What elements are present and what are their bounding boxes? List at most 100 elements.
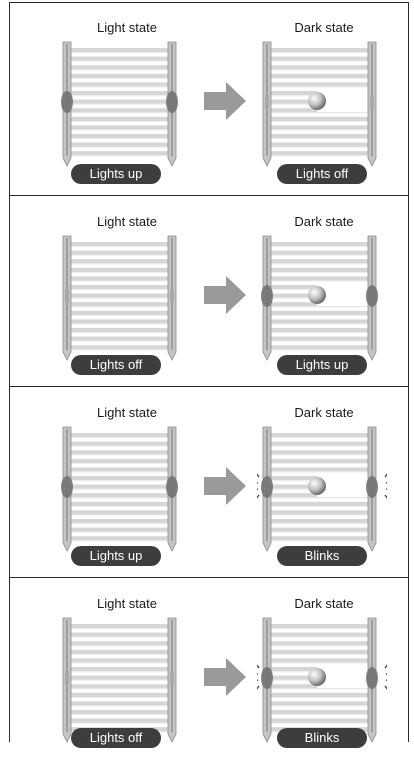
beam-interrupted-area [317, 666, 373, 688]
light-beam-gap [269, 86, 373, 88]
light-beam-gap [269, 523, 373, 525]
light-beam [269, 501, 373, 506]
object-ball [308, 286, 326, 304]
light-beam [69, 48, 173, 53]
light-beam [69, 56, 173, 61]
light-beam [69, 108, 173, 113]
indicator-off [370, 96, 374, 108]
light-beam-gap [269, 437, 373, 439]
light-beam [269, 441, 373, 446]
light-beam-gap [69, 688, 173, 690]
light-beam-gap [269, 280, 373, 282]
light-beam [69, 649, 173, 654]
light-beam [269, 259, 373, 264]
blink-mark-right [385, 673, 387, 675]
indicator-light [61, 476, 73, 498]
light-beam [69, 501, 173, 506]
light-beam [269, 250, 373, 255]
light-beam-gap [69, 95, 173, 97]
light-beam-gap [269, 340, 373, 342]
light-beam [69, 285, 173, 290]
light-beam-gap [269, 531, 373, 533]
light-beam [69, 433, 173, 438]
light-beam-gap [69, 332, 173, 334]
light-beam [69, 151, 173, 156]
light-beam-gap [69, 463, 173, 464]
light-beam-gap [69, 121, 173, 122]
transition-arrow-icon [204, 467, 246, 505]
light-beam-gap [269, 471, 373, 473]
light-beam [69, 250, 173, 255]
indicator-light [261, 476, 273, 498]
light-beam-gap [269, 121, 373, 122]
light-beam [69, 658, 173, 663]
light-beam-gap [69, 306, 173, 308]
light-beam [269, 276, 373, 281]
light-beam-gap [269, 78, 373, 79]
indicator-off [170, 290, 174, 302]
beam-interrupted-area [317, 475, 373, 497]
blink-mark-left [257, 673, 259, 675]
light-beam [69, 116, 173, 121]
light-beam-gap [269, 688, 373, 690]
indicator-off [65, 290, 69, 302]
light-beam-gap [69, 272, 173, 273]
light-beam [69, 302, 173, 307]
transition-arrow-icon [204, 658, 246, 696]
light-beam [269, 641, 373, 646]
light-beam [69, 527, 173, 532]
light-beam-gap [69, 714, 173, 716]
light-beam-gap [69, 52, 173, 54]
dark-state-title: Dark state [294, 405, 354, 420]
light-beam [69, 484, 173, 489]
light-beam [69, 450, 173, 455]
light-state-title: Light state [97, 20, 157, 35]
light-beam-gap [269, 69, 373, 71]
light-beam [269, 345, 373, 350]
light-beam [69, 99, 173, 104]
light-beam [269, 450, 373, 455]
light-beam [69, 65, 173, 70]
blink-mark-left [257, 473, 260, 478]
light-beam [69, 624, 173, 629]
light-beam [69, 692, 173, 697]
light-beam-gap [69, 697, 173, 698]
light-beam [69, 701, 173, 706]
light-state-title: Light state [97, 596, 157, 611]
light-beam [269, 65, 373, 70]
light-beam [69, 82, 173, 87]
light-beam-gap [269, 628, 373, 630]
dark-state-curtain [257, 617, 387, 743]
light-beam-gap [69, 146, 173, 148]
light-beam-gap [69, 628, 173, 630]
light-beam-gap [269, 662, 373, 664]
light-beam-gap [69, 645, 173, 647]
light-beam-gap [69, 497, 173, 499]
light-beam-gap [69, 514, 173, 516]
light-beam [269, 519, 373, 524]
light-beam [69, 259, 173, 264]
light-beam [69, 242, 173, 247]
light-beam-gap [69, 155, 173, 157]
dark-state-curtain [257, 426, 387, 552]
light-beam-gap [69, 445, 173, 447]
light-beam [269, 134, 373, 139]
light-beam-gap [69, 323, 173, 325]
light-beam [269, 310, 373, 315]
light-beam-gap [69, 662, 173, 664]
light-beam-gap [269, 246, 373, 248]
blink-mark-left [257, 494, 260, 499]
light-beam [69, 142, 173, 147]
light-beam [269, 658, 373, 663]
object-ball [308, 92, 326, 110]
light-beam [269, 142, 373, 147]
dark-state-label: Lights up [277, 355, 367, 375]
light-beam-gap [69, 531, 173, 533]
light-beam-gap [69, 636, 173, 638]
light-beam [69, 510, 173, 515]
light-beam-gap [69, 454, 173, 456]
light-beam-gap [69, 263, 173, 265]
light-beam [269, 73, 373, 78]
light-beam-gap [269, 332, 373, 334]
